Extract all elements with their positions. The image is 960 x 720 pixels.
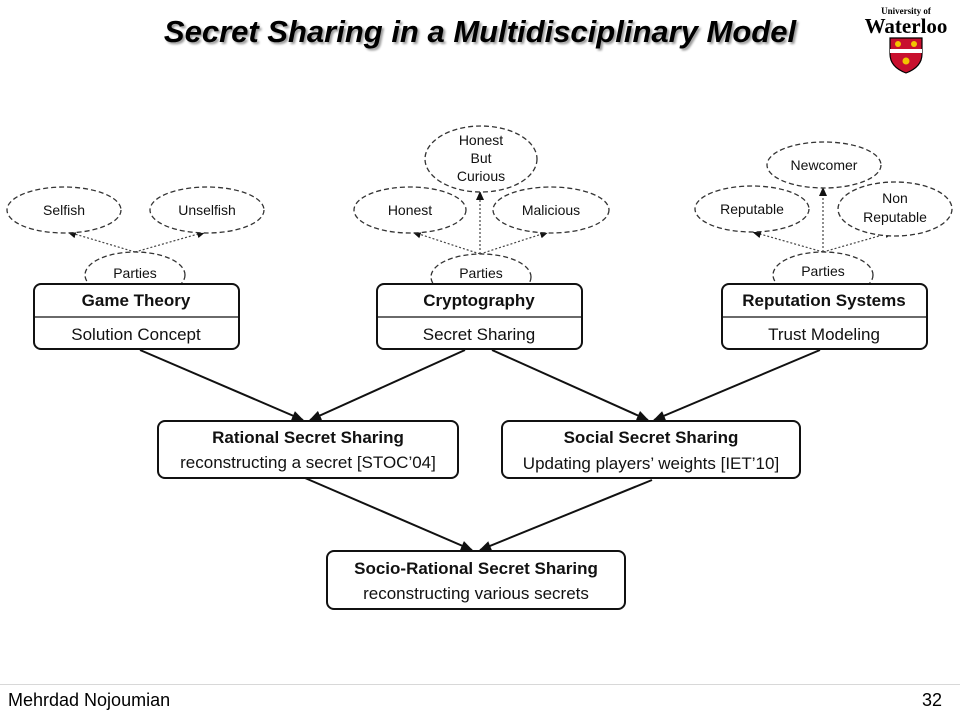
label-parties-crypto: Parties <box>459 265 503 281</box>
footer-divider <box>0 684 960 685</box>
ellipse-honest <box>353 186 467 234</box>
box-socio-title: Socio-Rational Secret Sharing <box>354 559 598 578</box>
ellipse-honest-but-curious <box>424 125 538 193</box>
box-cryptography: Cryptography Secret Sharing <box>376 283 583 350</box>
university-logo: University of Waterloo <box>865 6 948 74</box>
label-malicious: Malicious <box>522 202 580 218</box>
box-social-title: Social Secret Sharing <box>564 428 739 447</box>
box-socio-rational-secret-sharing: Socio-Rational Secret Sharing reconstruc… <box>326 550 626 610</box>
box-rational-subtitle: reconstructing a secret [STOC’04] <box>180 453 436 472</box>
arrow-crypto-to-social <box>491 349 649 421</box>
arrow-parties-to-reputable <box>752 230 824 253</box>
box-rational-secret-sharing: Rational Secret Sharing reconstructing a… <box>157 420 459 479</box>
slide-title: Secret Sharing in a Multidisciplinary Mo… <box>163 14 797 49</box>
arrow-game-to-rational <box>139 349 304 421</box>
box-socio-subtitle: reconstructing various secrets <box>363 584 589 603</box>
label-unselfish: Unselfish <box>178 202 236 218</box>
ellipse-selfish <box>6 186 122 234</box>
logo-main-text: Waterloo <box>865 14 948 38</box>
box-reputation-title: Reputation Systems <box>742 291 905 310</box>
ellipse-malicious <box>492 186 610 234</box>
box-social-subtitle: Updating players’ weights [IET’10] <box>523 454 779 473</box>
ellipse-newcomer <box>766 141 882 189</box>
box-game-theory-subtitle: Solution Concept <box>71 325 201 344</box>
shield-icon <box>889 37 923 74</box>
ellipse-non-reputable <box>837 181 953 237</box>
box-rational-title: Rational Secret Sharing <box>212 428 404 447</box>
arrow-reputation-to-social <box>653 349 821 421</box>
label-reputable: Reputable <box>720 201 784 217</box>
label-parties-reputation: Parties <box>801 263 845 279</box>
ellipse-reputable <box>694 185 810 233</box>
box-social-secret-sharing: Social Secret Sharing Updating players’ … <box>501 420 801 479</box>
label-non-reputable-line2: Reputable <box>863 209 927 225</box>
secret-sharing-diagram: Selfish Unselfish Honest Malicious Hones… <box>6 125 953 610</box>
box-game-theory: Game Theory Solution Concept <box>33 283 240 350</box>
logo-top-text: University of <box>881 6 932 16</box>
label-hbc-line2: But <box>470 150 491 166</box>
page-number: 32 <box>922 690 943 710</box>
label-non-reputable-line1: Non <box>882 190 908 206</box>
label-selfish: Selfish <box>43 202 85 218</box>
arrow-parties-to-selfish <box>67 230 136 253</box>
arrow-rational-to-socio <box>304 477 473 551</box>
box-cryptography-title: Cryptography <box>423 291 535 310</box>
label-honest: Honest <box>388 202 432 218</box>
arrow-social-to-socio <box>479 479 653 551</box>
label-hbc-line3: Curious <box>457 168 505 184</box>
label-parties-game: Parties <box>113 265 157 281</box>
arrow-parties-to-malicious <box>479 230 549 255</box>
flow-arrows <box>139 349 821 551</box>
box-cryptography-subtitle: Secret Sharing <box>423 325 535 344</box>
box-reputation-subtitle: Trust Modeling <box>768 325 880 344</box>
box-reputation-systems: Reputation Systems Trust Modeling <box>721 283 928 350</box>
arrow-parties-to-honest <box>412 230 481 255</box>
arrow-parties-to-unselfish <box>134 230 206 253</box>
label-newcomer: Newcomer <box>791 157 858 173</box>
box-game-theory-title: Game Theory <box>82 291 191 310</box>
ellipse-unselfish <box>149 186 265 234</box>
arrow-crypto-to-rational <box>309 349 466 421</box>
footer-author: Mehrdad Nojoumian <box>8 690 171 710</box>
label-hbc-line1: Honest <box>459 132 503 148</box>
